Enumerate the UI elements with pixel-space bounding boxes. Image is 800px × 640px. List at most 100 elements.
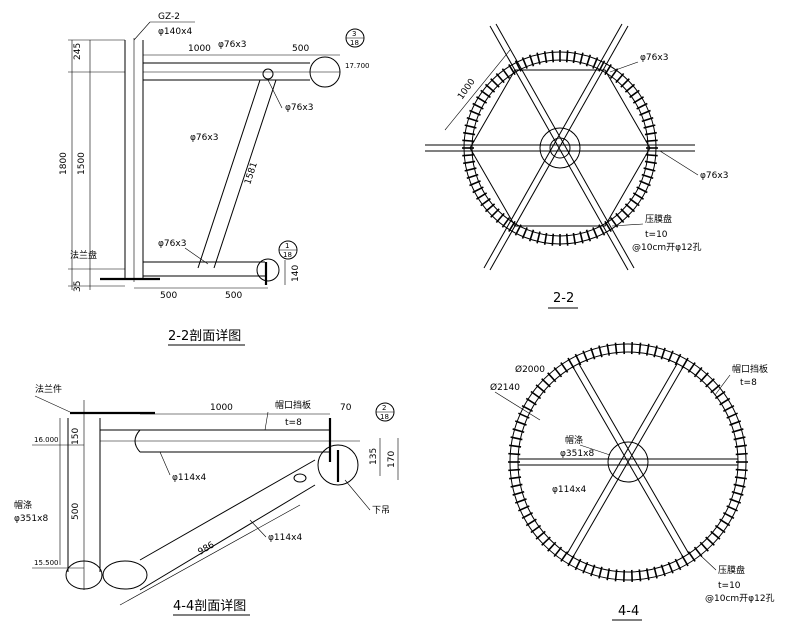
- bolt-tick: [512, 428, 525, 434]
- leader: [133, 21, 151, 41]
- bolt-tick: [710, 530, 721, 540]
- bolt-tick: [547, 541, 557, 552]
- bolt-tick: [495, 72, 505, 84]
- bolt-tick: [590, 347, 596, 360]
- bolt-tick: [645, 153, 658, 157]
- bolt-tick: [551, 233, 555, 246]
- bolt-tick: [560, 551, 569, 562]
- bolt-tick: [729, 420, 742, 426]
- dim-line-1000: [444, 49, 511, 131]
- bolt-tick: [667, 561, 674, 574]
- bolt-tick: [598, 224, 606, 236]
- bottom-end-circle: [256, 258, 280, 282]
- label-flange: 法兰盘: [70, 249, 97, 261]
- bolt-tick: [551, 50, 555, 63]
- bolt-tick: [638, 342, 642, 355]
- bolt-tick: [514, 498, 527, 504]
- bolt-tick: [636, 102, 648, 110]
- bolt-tick: [521, 57, 528, 69]
- dim-245: 245: [73, 43, 83, 60]
- dim-500-a: 500: [160, 291, 177, 301]
- bolt-tick: [574, 558, 582, 571]
- section-22-detail-title: 2-2剖面详图: [168, 329, 241, 344]
- bolt-tick: [645, 343, 650, 356]
- bolt-tick: [585, 229, 592, 242]
- bolt-tick: [641, 173, 654, 180]
- bolt-tick: [469, 180, 481, 187]
- bolt-tick: [484, 203, 496, 213]
- section-22-plan: 1000 φ76x3 φ76x3 压膜盘 t=10 @10cm开φ12孔 2-2: [425, 23, 728, 309]
- bolt-tick: [726, 505, 738, 512]
- bolt-tick: [624, 83, 636, 93]
- section-22-detail: 245 1800 1500 35 1000 500 500 500 140 GZ…: [59, 12, 370, 346]
- bolt-tick: [572, 51, 577, 64]
- bolt-tick: [579, 52, 584, 65]
- label-thick: t=8: [285, 418, 302, 428]
- label-pipe1: φ76x3: [640, 53, 668, 63]
- bolt-tick: [705, 378, 715, 388]
- bolt-tick: [731, 490, 744, 496]
- label-flange: 法兰件: [35, 383, 62, 395]
- dim-35: 35: [73, 281, 83, 292]
- bolt-tick: [521, 511, 534, 520]
- bolt-tick: [510, 483, 523, 488]
- bolt-tick: [525, 397, 537, 406]
- callout-top-num: 3: [352, 30, 356, 38]
- leader: [344, 479, 371, 511]
- bolt-tick: [490, 208, 500, 218]
- label-holes: @10cm开φ12孔: [705, 593, 775, 604]
- bolt-tick: [722, 404, 735, 413]
- spoke-diag-b: [483, 23, 623, 269]
- bolt-tick: [629, 197, 640, 207]
- bolt-tick: [514, 224, 522, 236]
- bolt-tick: [521, 227, 528, 239]
- bolt-tick: [705, 536, 715, 546]
- label-pipe1: φ114x4: [172, 473, 206, 483]
- bolt-tick: [509, 444, 522, 448]
- bolt-tick: [643, 124, 656, 129]
- callout-bottom-num: 1: [285, 242, 289, 250]
- bolt-tick: [463, 160, 476, 165]
- bolt-tick: [508, 220, 516, 232]
- bolt-tick: [639, 109, 651, 116]
- diagonal-edge-a: [197, 79, 261, 269]
- bolt-tick: [687, 362, 696, 373]
- section-44-detail: 1000 70 150 500 135 170 986 法兰件 帽口挡板 t=8…: [14, 383, 399, 616]
- dim-1581: 1581: [243, 161, 260, 186]
- bolt-tick: [509, 476, 522, 480]
- bolt-tick: [572, 232, 577, 245]
- bolt-tick: [476, 192, 488, 200]
- bolt-tick: [729, 498, 742, 504]
- label-cap-pipe-name: 帽涤: [565, 434, 583, 446]
- bolt-tick: [674, 558, 682, 571]
- bolt-tick: [582, 350, 589, 363]
- bolt-tick: [541, 536, 551, 546]
- bolt-tick: [660, 347, 666, 360]
- bolt-tick: [567, 357, 575, 369]
- bolt-tick: [645, 139, 658, 143]
- bolt-tick: [490, 78, 500, 88]
- pipe-end-curve: [134, 429, 141, 453]
- label-holes: @10cm开φ12孔: [632, 242, 702, 253]
- label-top-pipe2: φ76x3: [285, 103, 313, 113]
- callout-sheet: 18: [380, 413, 389, 421]
- bolt-tick: [604, 64, 612, 76]
- bolt-tick: [722, 511, 735, 520]
- leader: [184, 247, 209, 265]
- dim-1000: 1000: [210, 403, 233, 413]
- bolt-tick: [480, 89, 491, 99]
- bolt-tick: [543, 51, 548, 64]
- label-elev: 17.700: [345, 62, 370, 70]
- leader: [494, 391, 541, 421]
- bolt-tick: [521, 404, 534, 413]
- bolt-tick: [653, 566, 658, 579]
- bolt-tick: [687, 551, 696, 562]
- bolt-tick: [719, 518, 731, 527]
- bottom-section-circle: [65, 560, 103, 590]
- bolt-tick: [574, 353, 582, 366]
- bolt-tick: [553, 366, 563, 378]
- bolt-tick: [463, 131, 476, 136]
- label-pipe: φ114x4: [552, 485, 586, 495]
- bolt-tick: [508, 468, 521, 472]
- bolt-tick: [632, 96, 644, 104]
